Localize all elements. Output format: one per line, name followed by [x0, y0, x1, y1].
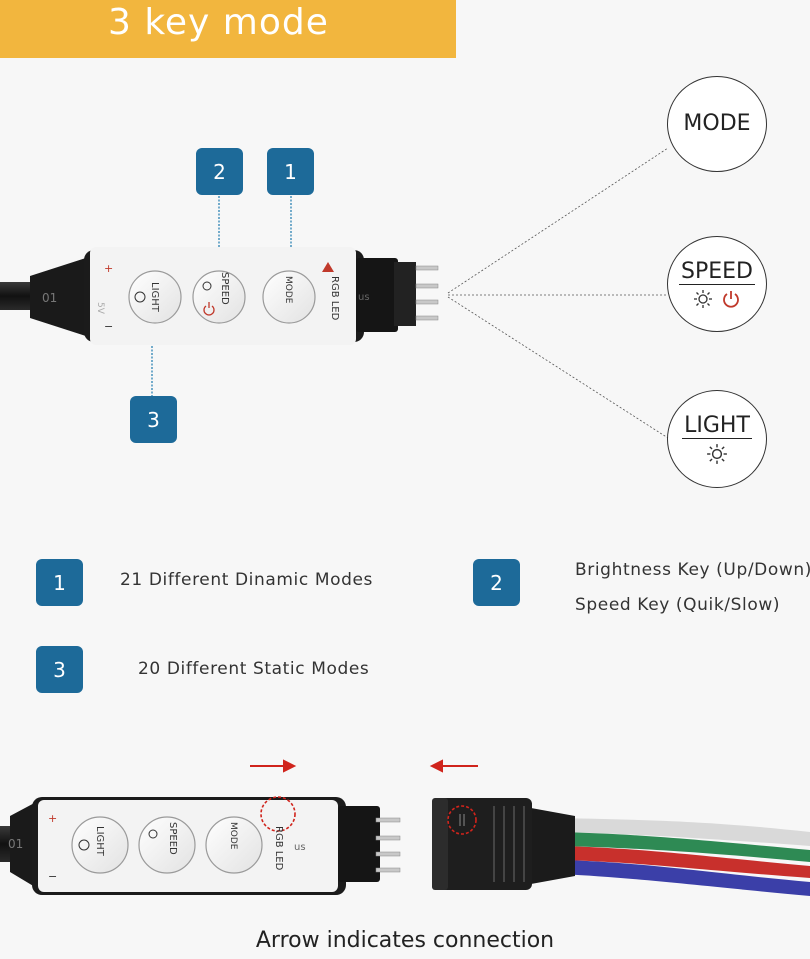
warning-icon — [322, 262, 334, 272]
legend-badge-2: 2 — [473, 559, 520, 606]
speed-key-label: SPEED — [167, 822, 178, 855]
light-circle-label: LIGHT — [682, 412, 752, 439]
plus-sign: + — [48, 812, 57, 825]
plus-sign: + — [104, 262, 113, 275]
legend-badge-3: 3 — [36, 646, 83, 693]
mode-key-label: MODE — [228, 822, 238, 850]
speed-icons — [693, 289, 741, 309]
rgb-led-label: RGB LED — [273, 826, 284, 871]
sun-icon — [134, 281, 212, 303]
power-icon — [203, 302, 215, 316]
sun-icon — [694, 289, 712, 308]
volt-label: 5V — [95, 302, 105, 315]
female-connector — [432, 798, 810, 896]
power-icon — [723, 290, 739, 308]
legend-badge-1: 1 — [36, 559, 83, 606]
rgb-led-label: RGB LED — [329, 276, 340, 321]
sun-icon — [707, 443, 727, 464]
callout-badge-3: 3 — [130, 396, 177, 443]
bottom-controller-labels: + − 01 us LIGHT SPEED MODE RGB LED — [8, 812, 306, 883]
legend-text-2a: Brightness Key (Up/Down) — [575, 560, 810, 580]
legend-text-2b: Speed Key (Quik/Slow) — [575, 595, 781, 615]
light-key-label: LIGHT — [94, 826, 105, 857]
model-code: 01 — [42, 291, 57, 305]
light-key-label: LIGHT — [149, 282, 160, 313]
leader-lines — [447, 147, 669, 439]
callout-badge-1: 1 — [267, 148, 314, 195]
minus-sign: − — [104, 320, 113, 333]
sun-icon — [78, 829, 158, 851]
minus-sign: − — [48, 870, 57, 883]
speed-circle: SPEED — [667, 236, 767, 332]
top-controller-labels: + − 5V 01 us LIGHT SPEED MODE RGB LED — [42, 262, 370, 333]
us-label: us — [294, 842, 306, 853]
arrow-left-icon — [429, 759, 478, 773]
controller-bottom — [0, 796, 401, 895]
mode-key-label: MODE — [283, 276, 293, 304]
speed-key-label: SPEED — [219, 272, 230, 305]
speed-circle-label: SPEED — [679, 258, 755, 285]
model-code: 01 — [8, 837, 23, 851]
page-title: 3 key mode — [108, 2, 329, 43]
mode-circle-label: MODE — [683, 111, 751, 136]
connection-caption: Arrow indicates connection — [255, 928, 555, 953]
mode-circle: MODE — [667, 76, 767, 172]
controller-top — [0, 247, 439, 345]
arrow-right-icon — [250, 759, 297, 773]
us-label: us — [358, 292, 370, 303]
legend-text-3: 20 Different Static Modes — [138, 659, 370, 679]
header-banner — [0, 0, 456, 58]
legend-text-1: 21 Different Dinamic Modes — [120, 570, 374, 590]
callout-badge-2: 2 — [196, 148, 243, 195]
light-circle: LIGHT — [667, 390, 767, 488]
